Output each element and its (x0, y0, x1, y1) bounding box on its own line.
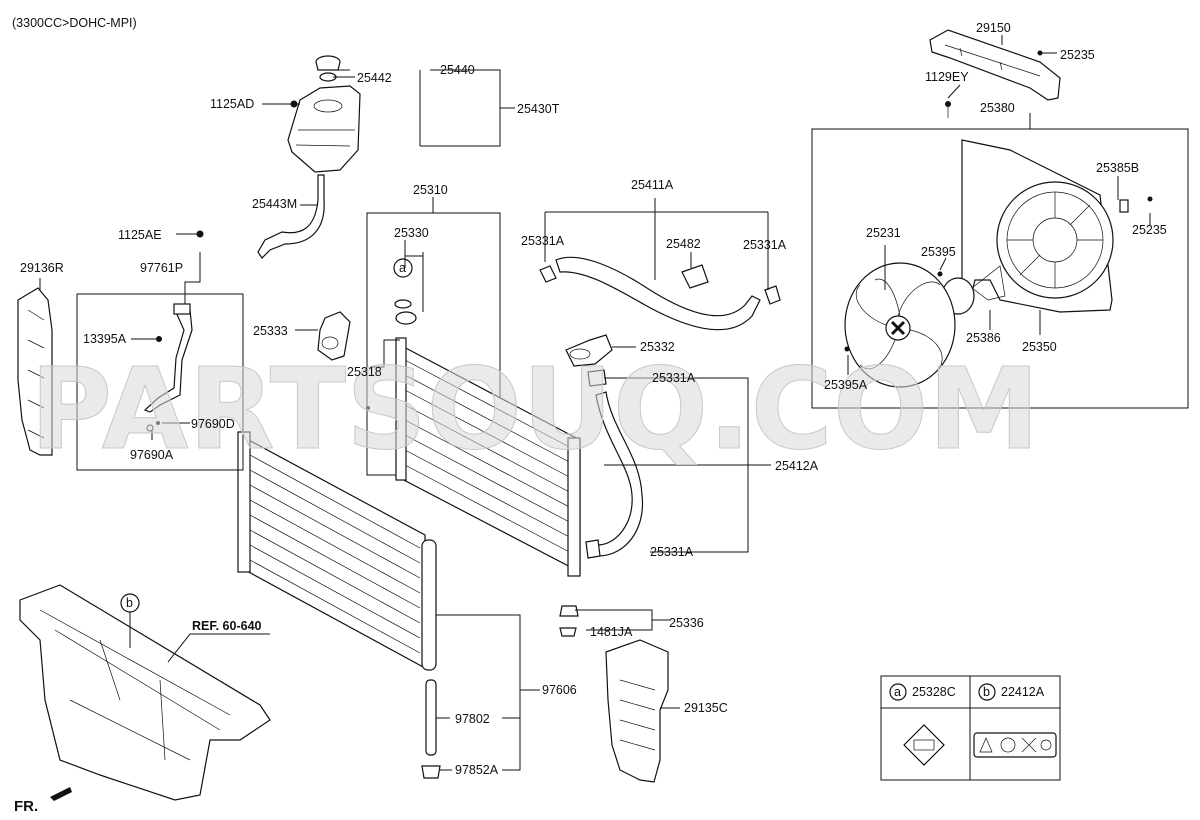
hose-bracket-25482 (681, 264, 709, 289)
ac-line-group (76, 230, 244, 471)
callout-25235-top: 25235 (1060, 48, 1095, 62)
condenser-group (237, 431, 441, 779)
callout-25318: 25318 (347, 365, 382, 379)
hose-clamp-upper-right (764, 285, 781, 305)
callout-25331a-3: 25331A (652, 371, 696, 385)
callout-25412a: 25412A (775, 459, 819, 473)
ac-line-callout-box (76, 293, 244, 471)
callout-25310: 25310 (413, 183, 448, 197)
overflow-hose-25443m (257, 174, 325, 259)
callout-1481ja: 1481JA (590, 625, 633, 639)
callout-25231: 25231 (866, 226, 901, 240)
bolt-13395a (156, 336, 162, 342)
callout-29135c: 29135C (684, 701, 728, 715)
leader-lines (39, 35, 1151, 771)
callout-1129ey: 1129EY (925, 70, 969, 84)
callout-25380: 25380 (980, 101, 1015, 115)
bolt-25395a (844, 346, 850, 352)
drain-plug-25336 (559, 605, 579, 617)
callout-25235-right: 25235 (1132, 223, 1167, 237)
bolt-25395 (937, 271, 943, 277)
plug-97852a (421, 765, 441, 779)
drain-gasket-1481ja (559, 627, 577, 637)
ac-line-97761p (143, 309, 193, 413)
callout-13395a: 13395A (83, 332, 127, 346)
upper-hose-25411a (555, 256, 761, 331)
bracket-25332 (565, 334, 613, 367)
lower-hose-group (585, 369, 644, 559)
air-guard-29136r (17, 287, 53, 456)
bolt-1129ey (945, 101, 951, 107)
desiccant-97802 (425, 679, 437, 756)
legend-a-part: 25328C (912, 685, 956, 699)
warning-label-a-icon (903, 724, 945, 766)
callout-25336: 25336 (669, 616, 704, 630)
fan-assembly-frame (811, 128, 1189, 409)
callout-1125ae: 1125AE (118, 228, 162, 242)
watermark-text: PARTSOUQ.COM (30, 345, 1040, 475)
callout-25386: 25386 (966, 331, 1001, 345)
callout-25443m: 25443M (252, 197, 297, 211)
callout-97690a: 97690A (130, 448, 174, 462)
legend-b-part: 22412A (1001, 685, 1045, 699)
hose-clamp-lower-top (587, 369, 607, 387)
callout-97761p: 97761P (140, 261, 183, 275)
callout-25411a: 25411A (631, 178, 674, 192)
oring-97690a (146, 424, 154, 432)
callout-25333: 25333 (253, 324, 288, 338)
marker-a-circle (393, 258, 413, 278)
callout-97690d: 97690D (191, 417, 235, 431)
callout-29136r: 29136R (20, 261, 64, 275)
callout-25331a-2: 25331A (743, 238, 787, 252)
callout-25395a: 25395A (824, 378, 868, 392)
marker-b-label: b (126, 596, 133, 610)
front-end-carrier (19, 584, 271, 801)
legend-table: a 25328C b 22412A (880, 675, 1061, 781)
callout-97606: 97606 (542, 683, 577, 697)
legend-b-marker: b (983, 685, 990, 699)
bolt-25235-right (1147, 196, 1153, 202)
callout-97802: 97802 (455, 712, 490, 726)
callout-97852a: 97852A (455, 763, 499, 777)
bolt-1125ae (196, 230, 204, 238)
legend-a-marker: a (894, 685, 901, 699)
callout-25395: 25395 (921, 245, 956, 259)
callout-25331a-4: 25331A (650, 545, 694, 559)
fan-assembly-group (811, 29, 1189, 409)
reservoir-tank-25430t (287, 85, 361, 173)
direction-label: FR. (14, 798, 38, 815)
callout-labels: 29150 25235 1129EY 25380 25385B 25235 25… (20, 21, 1167, 777)
reservoir-group (257, 55, 361, 259)
receiver-drier (421, 539, 437, 671)
front-arrow-icon (50, 787, 72, 801)
upper-hose-group (539, 256, 781, 331)
fan-bracket-29150 (929, 29, 1061, 101)
callout-25440: 25440 (440, 63, 475, 77)
callout-25330: 25330 (394, 226, 429, 240)
radiator-group: a (317, 212, 613, 637)
callout-29150: 29150 (976, 21, 1011, 35)
callout-25332: 25332 (640, 340, 675, 354)
callout-1125ad: 1125AD (210, 97, 254, 111)
marker-a-label: a (399, 261, 406, 275)
ref-note-label: REF. 60-640 (192, 619, 262, 633)
callout-25482: 25482 (666, 237, 701, 251)
hose-clamp-upper-left (539, 265, 557, 283)
engine-spec-label: (3300CC>DOHC-MPI) (12, 16, 137, 30)
callout-25430t: 25430T (517, 102, 560, 116)
callout-25442: 25442 (357, 71, 392, 85)
oring-97690d (156, 421, 160, 425)
pin-25318 (366, 406, 370, 410)
callout-25385b: 25385B (1096, 161, 1139, 175)
hose-clamp-lower-bottom (585, 539, 601, 559)
callout-25331a-1: 25331A (521, 234, 565, 248)
radiator-cap-25330 (395, 311, 417, 325)
air-guard-29135c (605, 639, 669, 783)
callout-25350: 25350 (1022, 340, 1057, 354)
front-carrier-group: b REF. 60-640 FR. (14, 584, 271, 815)
clip-25385b (1119, 199, 1129, 213)
